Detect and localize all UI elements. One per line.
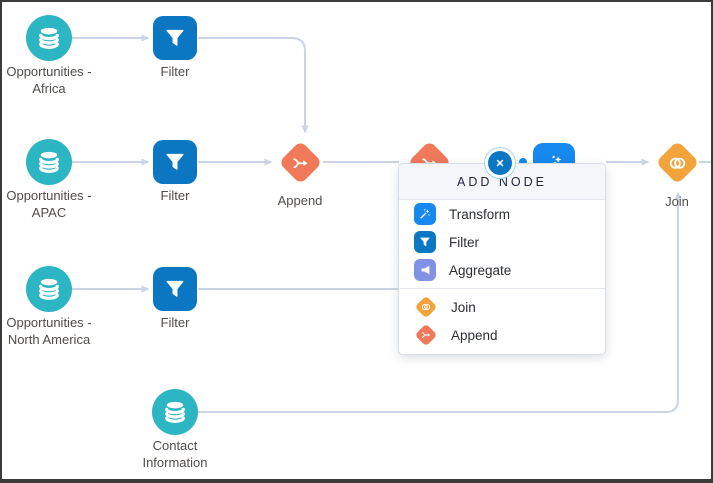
filter-icon [162, 149, 188, 175]
add-node-popup: ADD NODE Transform Filter Aggregate Join [398, 163, 606, 355]
filter-icon [414, 231, 436, 253]
node-label-contact-information: Contact Information [142, 438, 208, 470]
popup-divider [399, 288, 605, 289]
node-filter-north-america[interactable] [153, 267, 197, 311]
menu-item-transform[interactable]: Transform [399, 200, 605, 228]
node-join[interactable] [655, 140, 699, 184]
database-icon [162, 399, 188, 425]
filter-icon [162, 25, 188, 51]
menu-item-label: Transform [449, 206, 511, 222]
close-button[interactable] [484, 147, 516, 179]
menu-item-join[interactable]: Join [399, 293, 605, 321]
node-append[interactable] [278, 140, 322, 184]
node-label-filter-apac: Filter [160, 188, 190, 203]
aggregate-icon [414, 259, 436, 281]
popup-section-transforms: Transform Filter Aggregate [399, 200, 605, 284]
database-icon [36, 276, 62, 302]
menu-item-filter[interactable]: Filter [399, 228, 605, 256]
menu-item-label: Join [451, 299, 476, 315]
database-icon [36, 149, 62, 175]
popup-section-combine: Join Append [399, 293, 605, 356]
node-contact-information[interactable] [152, 389, 198, 435]
transform-icon [414, 203, 436, 225]
close-icon [488, 151, 512, 175]
edge-filter-to-append-top [198, 37, 309, 134]
edge-contact-to-join [198, 191, 682, 413]
node-label-append: Append [277, 193, 323, 208]
node-label-opp-north-america: Opportunities - North America [6, 315, 92, 347]
menu-item-label: Filter [449, 234, 479, 250]
transform-port-dot [519, 158, 527, 166]
node-label-join: Join [665, 194, 689, 209]
node-label-filter-africa: Filter [160, 64, 190, 79]
node-label-filter-north-america: Filter [160, 315, 190, 330]
node-opp-north-america[interactable] [26, 266, 72, 312]
node-label-opp-africa: Opportunities - Africa [6, 64, 92, 96]
node-filter-africa[interactable] [153, 16, 197, 60]
node-label-opp-apac: Opportunities - APAC [6, 188, 92, 220]
menu-item-label: Aggregate [449, 262, 512, 278]
database-icon [36, 25, 62, 51]
node-filter-apac[interactable] [153, 140, 197, 184]
join-icon [666, 151, 688, 173]
menu-item-label: Append [451, 327, 498, 343]
menu-item-append[interactable]: Append [399, 321, 605, 349]
append-icon [414, 323, 438, 347]
append-icon [290, 152, 310, 172]
filter-icon [162, 276, 188, 302]
menu-item-aggregate[interactable]: Aggregate [399, 256, 605, 284]
join-icon [414, 295, 438, 319]
node-opp-apac[interactable] [26, 139, 72, 185]
node-opp-africa[interactable] [26, 15, 72, 61]
